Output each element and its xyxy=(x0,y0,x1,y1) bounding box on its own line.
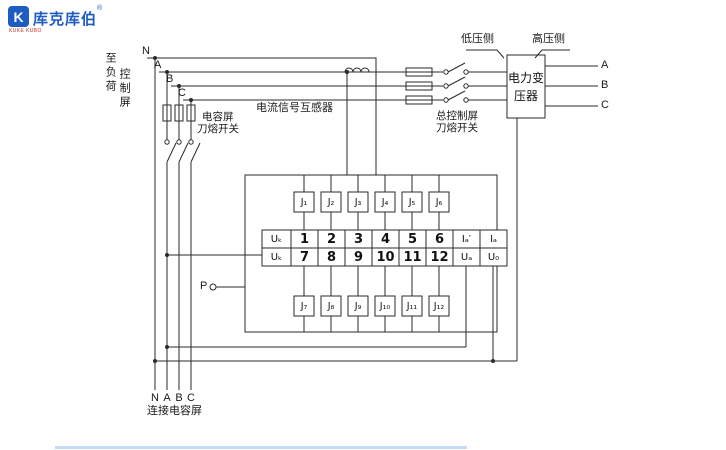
terminal-9: 9 xyxy=(353,249,364,265)
terminal-strip-grid xyxy=(261,229,508,267)
terminal-6: 6 xyxy=(434,231,445,247)
terminal-10: 10 xyxy=(376,249,395,265)
registered-trademark-mark: ® xyxy=(97,5,103,12)
junction-dots xyxy=(153,56,495,363)
relay-label-j3: J₃ xyxy=(354,196,362,208)
relay-label-j7: J₇ xyxy=(300,300,308,312)
relay-label-j5: J₅ xyxy=(408,196,416,208)
terminal-1: 1 xyxy=(299,231,310,247)
relay-box-outlines xyxy=(293,191,450,317)
phase-label-c-top: C xyxy=(178,87,186,99)
relay-label-j9: J₉ xyxy=(354,300,362,312)
main-fuse-icons xyxy=(405,67,433,105)
terminal-u0: U₀ xyxy=(487,251,500,263)
terminal-7: 7 xyxy=(299,249,310,265)
phase-label-b-top: B xyxy=(166,73,174,85)
capacitor-switch-label-line2: 刀熔开关 xyxy=(197,123,239,135)
phase-label-n-top: N xyxy=(142,45,150,57)
main-switch-label-line1: 总控制屏 xyxy=(436,110,478,122)
terminal-2: 2 xyxy=(326,231,337,247)
side-leader-lines xyxy=(466,49,570,59)
relay-label-j2: J₂ xyxy=(327,196,335,208)
phase-label-a-top: A xyxy=(154,59,162,71)
relay-label-j8: J₈ xyxy=(327,300,335,312)
capacitor-switch-label-line1: 电容屏 xyxy=(202,111,234,123)
connect-capacitor-panel-label: 连接电容屏 xyxy=(147,405,202,417)
main-switch-label-line2: 刀熔开关 xyxy=(436,122,478,134)
terminal-3: 3 xyxy=(353,231,364,247)
footer-accent-line xyxy=(55,446,467,449)
capacitor-knife-switch-icons xyxy=(164,139,201,163)
relay-label-j6: J₆ xyxy=(435,196,443,208)
relay-stub-lines xyxy=(303,175,440,332)
to-load-panel-label-line1: 至负荷 xyxy=(104,52,117,94)
p-terminal-circle xyxy=(209,283,217,291)
low-voltage-side-label: 低压侧 xyxy=(461,33,494,45)
relay-label-j1: J₁ xyxy=(300,196,308,208)
to-load-panel-label-line2: 控制屏 xyxy=(118,68,131,110)
brand-name: 库克库伯 xyxy=(33,11,98,28)
terminal-uk-bottom: Uₖ xyxy=(270,251,283,263)
brand-tagline: KUKE KUBO xyxy=(9,28,42,34)
brand-logo-icon: K xyxy=(8,6,29,27)
relay-label-j12: J₁₂ xyxy=(433,300,445,312)
phase-label-c-bottom: C xyxy=(187,392,195,404)
bus-lines xyxy=(147,57,507,175)
transformer-label: 电力变压器 xyxy=(508,70,545,103)
terminal-5: 5 xyxy=(407,231,418,247)
phase-label-b-bottom: B xyxy=(175,392,183,404)
terminal-ua: Uₐ xyxy=(460,251,473,263)
p-terminal-label: P xyxy=(200,280,208,292)
phase-label-a-out: A xyxy=(601,59,609,71)
terminal-ia-prime: Iₐ′ xyxy=(461,233,472,245)
relay-label-j10: J₁₀ xyxy=(379,300,391,312)
phase-label-n-bottom: N xyxy=(151,392,159,404)
terminal-8: 8 xyxy=(326,249,337,265)
terminal-11: 11 xyxy=(403,249,422,265)
phase-label-a-bottom: A xyxy=(163,392,171,404)
controller-wiring xyxy=(155,254,517,362)
current-transformer-label: 电流信号互感器 xyxy=(256,102,333,114)
phase-drop-lines xyxy=(154,58,192,390)
terminal-ia: Iₐ xyxy=(490,233,497,245)
current-transformer-icon xyxy=(344,67,370,175)
terminal-12: 12 xyxy=(430,249,449,265)
capacitor-fuse-icons xyxy=(162,104,196,122)
relay-label-j4: J₄ xyxy=(381,196,389,208)
main-knife-switch-icons xyxy=(443,62,469,103)
phase-label-b-out: B xyxy=(601,79,609,91)
high-voltage-side-label: 高压侧 xyxy=(532,33,565,45)
transformer-box-outline xyxy=(506,54,598,361)
relay-label-j11: J₁₁ xyxy=(406,300,418,312)
terminal-uk-top: Uₖ xyxy=(270,233,283,245)
terminal-4: 4 xyxy=(380,231,391,247)
phase-label-c-out: C xyxy=(601,99,609,111)
